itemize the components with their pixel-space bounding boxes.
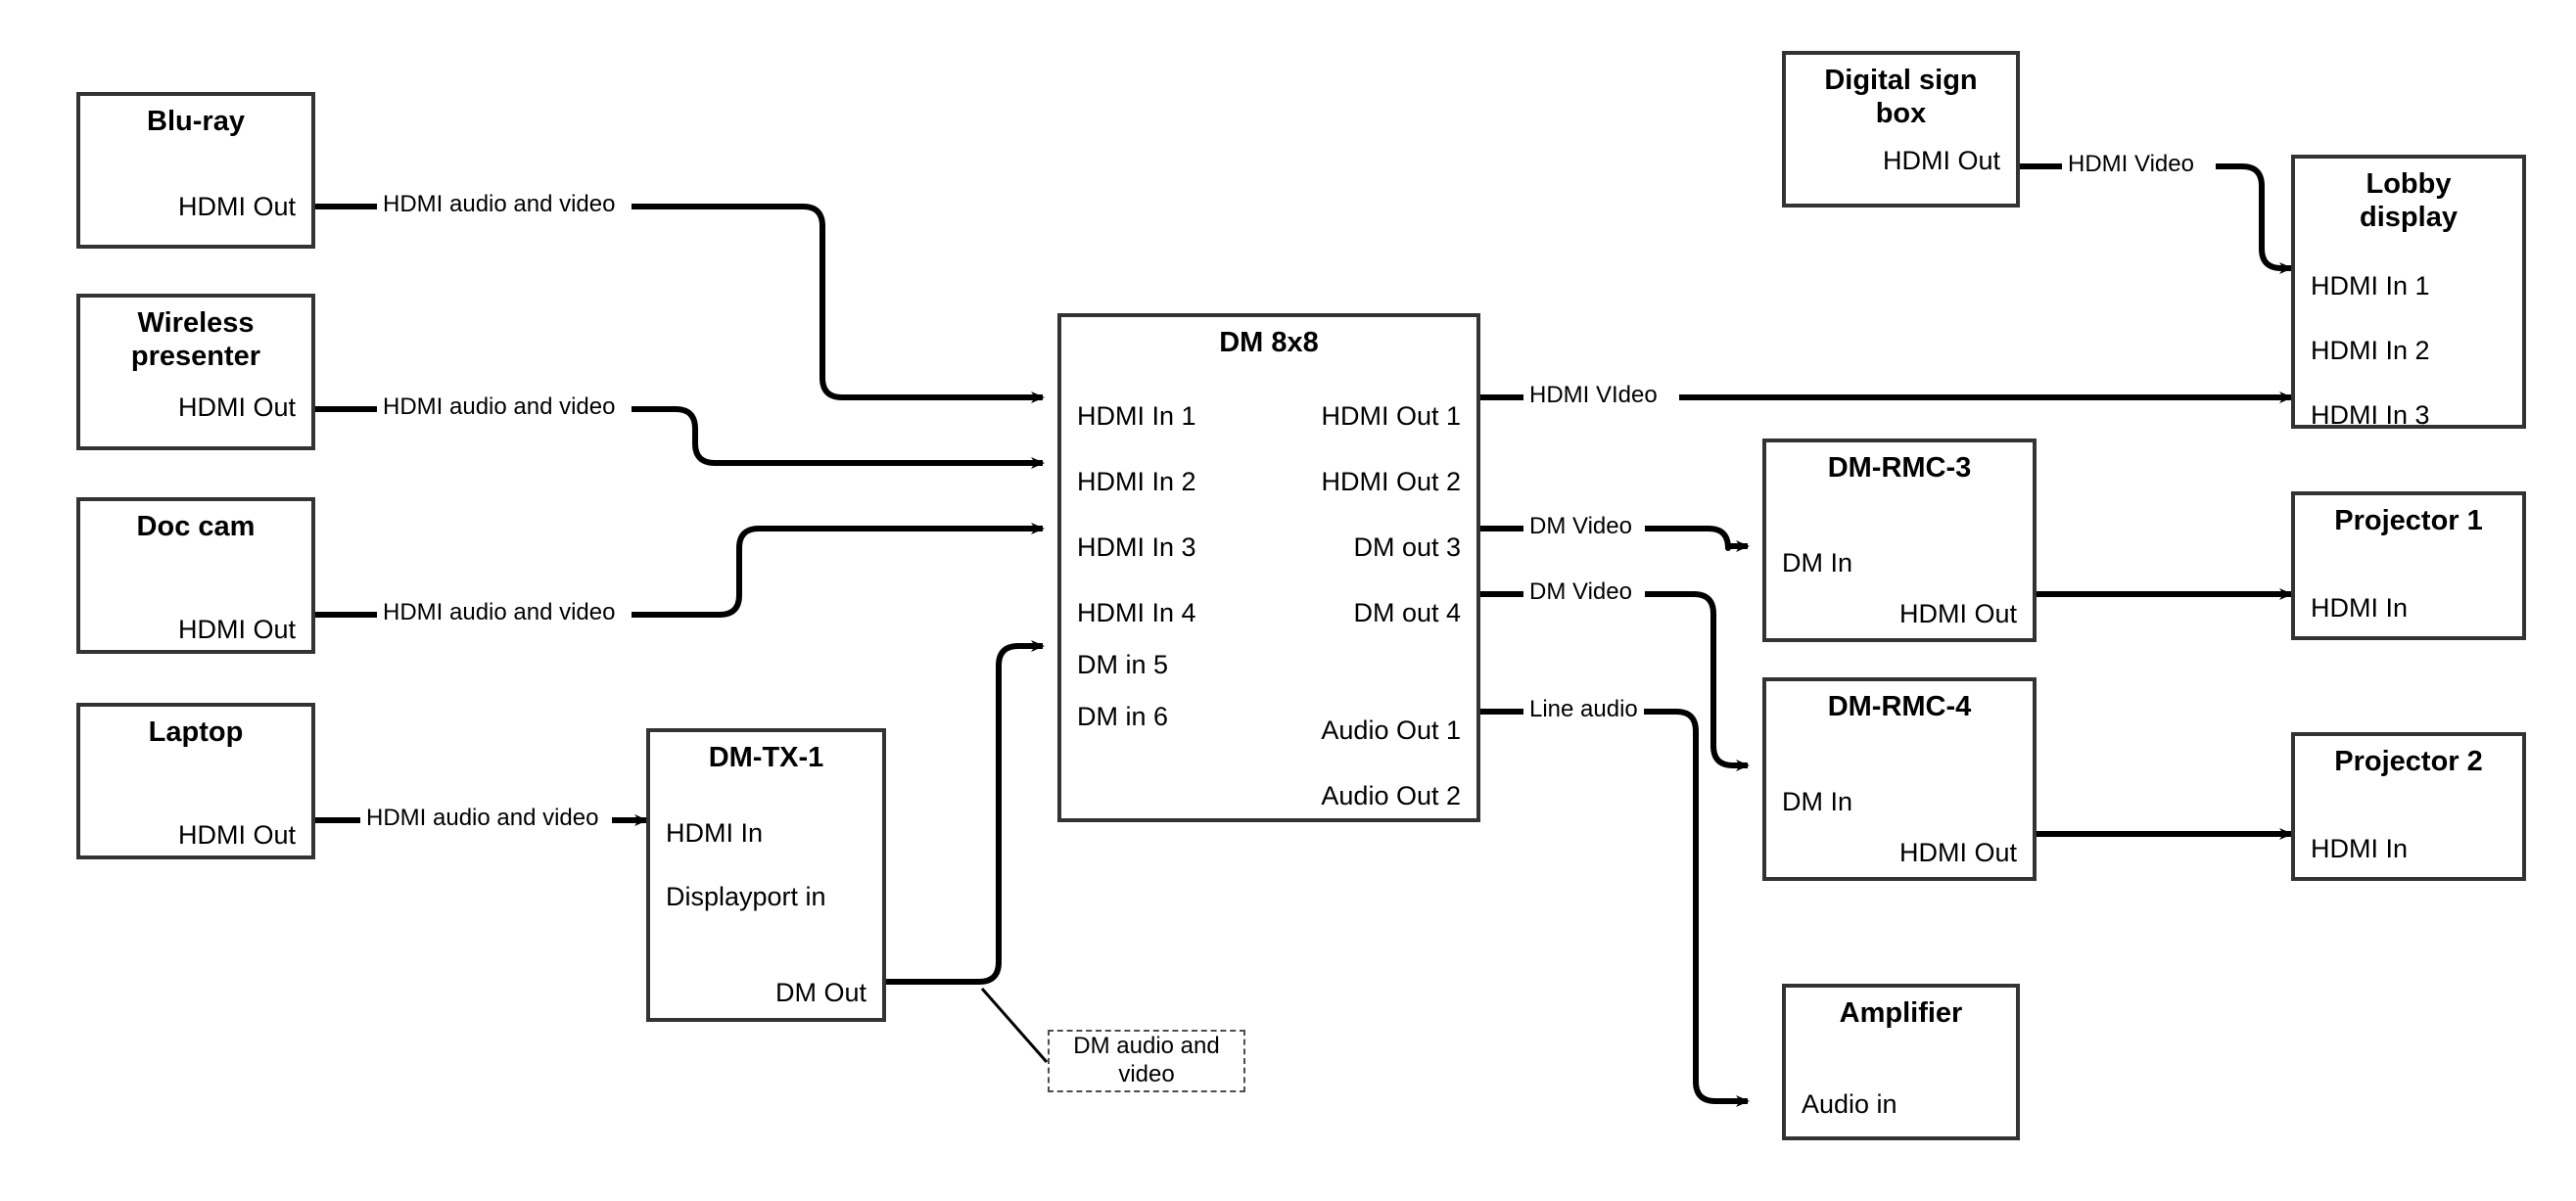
note-dm-audio-and-video: DM audio and video: [1048, 1030, 1245, 1092]
edge-label-audioout1-to-amp: Line audio: [1523, 696, 1644, 723]
port-wireless-hdmi-out[interactable]: HDMI Out: [177, 393, 296, 423]
port-rmc3-dm-in[interactable]: DM In: [1782, 547, 1853, 577]
node-doc-cam-ports: HDMI Out: [96, 548, 296, 644]
port-dm8x8-hdmi-in-1[interactable]: HDMI In 1: [1077, 400, 1196, 431]
port-dm8x8-audio-out-1[interactable]: Audio Out 1: [1321, 715, 1461, 745]
node-dm-tx-1-title: DM-TX-1: [708, 742, 824, 773]
node-projector-2-title: Projector 2: [2334, 746, 2483, 777]
port-dmtx1-displayport-in[interactable]: Displayport in: [666, 881, 826, 911]
node-projector-1-ports: HDMI In: [2311, 542, 2506, 626]
node-projector-1[interactable]: Projector 1 HDMI In: [2291, 491, 2526, 640]
node-lobby-display[interactable]: Lobby display HDMI In 1 HDMI In 2 HDMI I…: [2291, 155, 2526, 429]
node-wireless-presenter-ports: HDMI Out: [96, 377, 296, 437]
port-rmc4-dm-in[interactable]: DM In: [1782, 786, 1853, 816]
port-lobby-hdmi-in-3[interactable]: HDMI In 3: [2311, 400, 2430, 431]
node-projector-2-ports: HDMI In: [2311, 783, 2506, 867]
edge-label-laptop-to-tx: HDMI audio and video: [360, 805, 605, 832]
node-dm-rmc-3-ports: DM In HDMI Out: [1782, 489, 2017, 628]
wire-tx-dmout-to-dm-in-5: [886, 640, 1045, 985]
node-bluray-title: Blu-ray: [147, 106, 245, 137]
wire-sign-to-lobby-hdmi-in-1: [2216, 163, 2293, 274]
port-rmc3-hdmi-out[interactable]: HDMI Out: [1898, 598, 2017, 628]
node-dm-tx-1-ports: HDMI In Displayport in DM Out: [666, 779, 866, 1008]
node-lobby-display-ports: HDMI In 1 HDMI In 2 HDMI In 3: [2311, 238, 2506, 429]
wire-dm-dmout4-to-rmc4-dm-in: [1645, 591, 1750, 771]
node-doc-cam[interactable]: Doc cam HDMI Out: [76, 497, 315, 654]
port-dm8x8-dm-in-5[interactable]: DM in 5: [1077, 649, 1169, 679]
node-bluray-ports: HDMI Out: [96, 143, 296, 235]
port-dm8x8-hdmi-out-2[interactable]: HDMI Out 2: [1321, 466, 1461, 496]
port-dm8x8-dm-in-6[interactable]: DM in 6: [1077, 701, 1169, 731]
port-dmtx1-hdmi-in[interactable]: HDMI In: [666, 817, 764, 848]
port-dm8x8-hdmi-in-3[interactable]: HDMI In 3: [1077, 531, 1196, 562]
port-dm8x8-hdmi-out-1[interactable]: HDMI Out 1: [1321, 400, 1461, 431]
node-digital-sign-box-ports: HDMI Out: [1802, 134, 2000, 194]
edge-label-hdmiout1-to-lobby: HDMI VIdeo: [1523, 382, 1663, 409]
port-projector1-hdmi-in[interactable]: HDMI In: [2311, 592, 2409, 623]
node-laptop[interactable]: Laptop HDMI Out: [76, 703, 315, 859]
wire-bluray-to-dm-hdmi-in-1: [632, 204, 1045, 403]
node-projector-2[interactable]: Projector 2 HDMI In: [2291, 732, 2526, 881]
port-digitalsign-hdmi-out[interactable]: HDMI Out: [1882, 146, 2000, 176]
port-projector2-hdmi-in[interactable]: HDMI In: [2311, 833, 2409, 863]
wire-doccam-to-dm-hdmi-in-3: [632, 523, 1045, 618]
node-wireless-presenter-title: Wireless presenter: [130, 307, 261, 372]
node-laptop-ports: HDMI Out: [96, 754, 296, 850]
port-laptop-hdmi-out[interactable]: HDMI Out: [177, 819, 296, 850]
node-dm-rmc-4[interactable]: DM-RMC-4 DM In HDMI Out: [1762, 677, 2037, 881]
wire-dm-audioout1-to-amplifier: [1637, 709, 1750, 1107]
port-dm8x8-dm-out-3[interactable]: DM out 3: [1353, 531, 1461, 562]
node-doc-cam-title: Doc cam: [136, 511, 256, 542]
port-dm8x8-hdmi-in-4[interactable]: HDMI In 4: [1077, 597, 1196, 627]
edge-label-dmout4-to-rmc4: DM Video: [1523, 578, 1638, 606]
port-dmtx1-dm-out[interactable]: DM Out: [774, 977, 866, 1007]
edge-label-bluray-to-dm: HDMI audio and video: [377, 191, 622, 218]
node-projector-1-title: Projector 1: [2334, 505, 2483, 536]
node-amplifier[interactable]: Amplifier Audio in: [1782, 984, 2020, 1140]
edge-label-sign-to-lobby: HDMI Video: [2062, 151, 2200, 178]
node-dm-rmc-4-ports: DM In HDMI Out: [1782, 728, 2017, 867]
node-amplifier-ports: Audio in: [1802, 1035, 2000, 1127]
edge-label-wireless-to-dm: HDMI audio and video: [377, 393, 622, 421]
port-lobby-hdmi-in-2[interactable]: HDMI In 2: [2311, 336, 2430, 366]
node-digital-sign-box-title: Digital sign box: [1824, 65, 1978, 129]
node-bluray[interactable]: Blu-ray HDMI Out: [76, 92, 315, 249]
node-dm-rmc-3-title: DM-RMC-3: [1827, 452, 1972, 484]
port-dm8x8-dm-out-4[interactable]: DM out 4: [1353, 597, 1461, 627]
node-amplifier-title: Amplifier: [1839, 997, 1963, 1029]
node-dm-tx-1[interactable]: DM-TX-1 HDMI In Displayport in DM Out: [646, 728, 886, 1022]
node-digital-sign-box[interactable]: Digital sign box HDMI Out: [1782, 51, 2020, 208]
node-wireless-presenter[interactable]: Wireless presenter HDMI Out: [76, 294, 315, 450]
port-amplifier-audio-in[interactable]: Audio in: [1802, 1088, 1897, 1119]
node-laptop-title: Laptop: [148, 716, 244, 748]
port-rmc4-hdmi-out[interactable]: HDMI Out: [1898, 837, 2017, 867]
port-doccam-hdmi-out[interactable]: HDMI Out: [177, 614, 296, 644]
node-dm-8x8[interactable]: DM 8x8 HDMI In 1 HDMI In 2 HDMI In 3 HDM…: [1057, 313, 1480, 822]
node-dm-8x8-title: DM 8x8: [1219, 327, 1319, 358]
wire-tx-note-leader: [980, 988, 1049, 1063]
wire-dm-dmout3-to-rmc3-dm-in: [1645, 526, 1750, 552]
node-dm-rmc-3[interactable]: DM-RMC-3 DM In HDMI Out: [1762, 439, 2037, 642]
port-dm8x8-hdmi-in-2[interactable]: HDMI In 2: [1077, 466, 1196, 496]
wire-wireless-to-dm-hdmi-in-2: [632, 406, 1045, 469]
port-lobby-hdmi-in-1[interactable]: HDMI In 1: [2311, 271, 2430, 301]
edge-label-doccam-to-dm: HDMI audio and video: [377, 599, 622, 626]
node-dm-rmc-4-title: DM-RMC-4: [1827, 691, 1972, 722]
node-dm-8x8-ports: HDMI In 1 HDMI In 2 HDMI In 3 HDMI In 4 …: [1077, 364, 1461, 808]
port-dm8x8-audio-out-2[interactable]: Audio Out 2: [1321, 780, 1461, 810]
port-bluray-hdmi-out[interactable]: HDMI Out: [177, 191, 296, 221]
edge-label-dmout3-to-rmc3: DM Video: [1523, 513, 1638, 540]
node-lobby-display-title: Lobby display: [2360, 168, 2458, 233]
